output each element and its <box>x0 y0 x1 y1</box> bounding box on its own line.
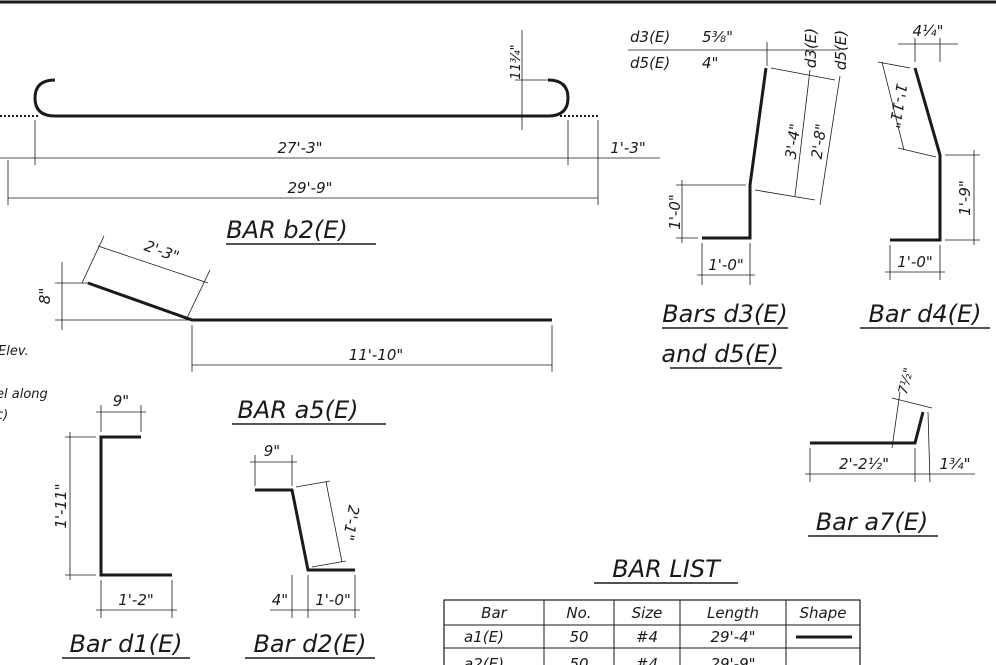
bar-list-header-size: Size <box>632 604 663 622</box>
d4-slope-ext-top <box>877 61 911 69</box>
d3-d5-title-line1: Bars d3(E) <box>662 300 788 328</box>
table-row: a1(E) 50 #4 29'-4" <box>464 628 852 646</box>
b2-title: BAR b2(E) <box>226 216 348 244</box>
d2-slope-ext-2 <box>311 560 347 568</box>
a5-slope-dim-line <box>97 245 209 284</box>
bar-list-header-shape: Shape <box>800 604 847 622</box>
a5-slope-ext-2 <box>185 269 211 321</box>
clipped-note: Elev. el along c) <box>0 344 48 423</box>
row-2-length: 29'-9" <box>710 655 755 665</box>
b2-hook-height: 11¾" <box>509 44 524 79</box>
d4-bar-shape <box>890 67 942 242</box>
bar-d4-figure: 4¼" 1'-11" 1'-9" 1'-0" Bar d4(E) <box>860 22 990 329</box>
bar-list-header-bar: Bar <box>481 604 507 622</box>
a5-slope-ext-1 <box>81 235 105 284</box>
d2-offset: 4" <box>272 591 288 609</box>
bar-list-header-length: Length <box>707 604 759 622</box>
b2-total-length: 29'-9" <box>287 179 332 197</box>
d2-slope: 2'-1" <box>339 504 363 542</box>
d2-bottom-leg: 1'-0" <box>315 591 351 609</box>
d3-slope: 3'-4" <box>782 122 805 160</box>
a5-bar-shape <box>87 281 552 322</box>
d4-top-offset: 4¼" <box>913 22 944 40</box>
d3-vertical-label: d3(E) <box>802 28 820 68</box>
d5-label: d5(E) <box>630 54 670 72</box>
d2-slope-dim-line <box>325 481 343 563</box>
d3-d5-bar-shape <box>702 67 768 240</box>
d1-bar-shape <box>99 435 172 577</box>
b2-end-extension: 1'-3" <box>610 139 646 157</box>
d2-title: Bar d2(E) <box>253 630 366 658</box>
d4-base: 1'-0" <box>897 253 933 271</box>
a5-straight-length: 11'-10" <box>349 346 404 364</box>
bar-list-table-border <box>443 599 861 665</box>
d3-value: 5⅜" <box>702 28 733 46</box>
row-2-no: 50 <box>569 655 588 665</box>
d3-base: 1'-0" <box>708 256 744 274</box>
d4-height: 1'-9" <box>956 180 974 216</box>
d3-height: 1'-0" <box>666 194 684 230</box>
d1-bottom-leg: 1'-2" <box>118 591 154 609</box>
bar-b2-figure: 11¾" 27'-3" 1'-3" 29'-9" BAR b2(E) <box>0 30 660 245</box>
note-line-2: el along <box>0 387 48 402</box>
row-2-bar: a2(E) <box>464 655 504 665</box>
d3-slope-ext-bottom <box>754 189 816 201</box>
d4-title: Bar d4(E) <box>868 300 981 328</box>
d5-slope-dim-line <box>819 75 841 206</box>
a7-hook-dim-line <box>891 391 901 449</box>
row-1-length: 29'-4" <box>710 628 755 646</box>
d3-d5-title-line2: and d5(E) <box>661 340 778 368</box>
bar-a7-figure: 7½" 2'-2½" 1¾" Bar a7(E) <box>805 366 975 537</box>
d2-slope-ext-1 <box>295 480 331 488</box>
bar-d1-figure: 9" 1'-11" 1'-2" Bar d1(E) <box>52 392 190 659</box>
d2-top-leg: 9" <box>264 442 280 460</box>
bar-d2-figure: 9" 2'-1" 4" 1'-0" Bar d2(E) <box>245 442 375 659</box>
bar-list-title: BAR LIST <box>612 555 722 583</box>
bar-list-header-no: No. <box>566 604 591 622</box>
bar-list: BAR LIST Bar No. Size Length Shape a1(E)… <box>443 555 861 665</box>
a7-offset: 1¾" <box>940 455 971 473</box>
d1-top-leg: 9" <box>113 392 129 410</box>
a5-slope-length: 2'-3" <box>142 237 182 266</box>
row-2-size: #4 <box>636 655 658 665</box>
d4-slope-dim-line <box>881 61 905 151</box>
note-line-1: Elev. <box>0 344 29 359</box>
row-1-bar: a1(E) <box>464 628 504 646</box>
d5-value: 4" <box>702 54 718 72</box>
row-1-no: 50 <box>569 628 588 646</box>
a5-rise: 8" <box>36 288 54 304</box>
table-row: a2(E) 50 #4 29'-9" <box>464 655 756 665</box>
d1-title: Bar d1(E) <box>69 630 182 658</box>
bar-d3-d5-figure: d3(E) 5⅜" d5(E) 4" d3(E) d5(E) 3'-4" 2'-… <box>628 28 850 369</box>
a7-length: 2'-2½" <box>839 455 889 473</box>
b2-bar-shape <box>33 78 570 118</box>
d5-vertical-label: d5(E) <box>832 30 850 70</box>
b2-inner-length: 27'-3" <box>277 139 322 157</box>
d4-slope-ext-bottom <box>897 147 937 158</box>
a7-ext-right <box>927 411 931 483</box>
a5-title: BAR a5(E) <box>237 396 358 424</box>
d5-slope: 2'-8" <box>808 122 831 160</box>
d3-slope-ext-top <box>770 67 836 81</box>
a7-title: Bar a7(E) <box>816 508 929 536</box>
d3-slope-dim-line <box>794 69 811 197</box>
d1-height: 1'-11" <box>52 483 70 528</box>
row-1-size: #4 <box>636 628 658 646</box>
a7-hook: 7½" <box>896 366 917 396</box>
d2-bar-shape <box>255 488 355 572</box>
note-line-3: c) <box>0 408 8 423</box>
a7-bar-shape <box>810 411 925 445</box>
d3-label: d3(E) <box>630 28 670 46</box>
